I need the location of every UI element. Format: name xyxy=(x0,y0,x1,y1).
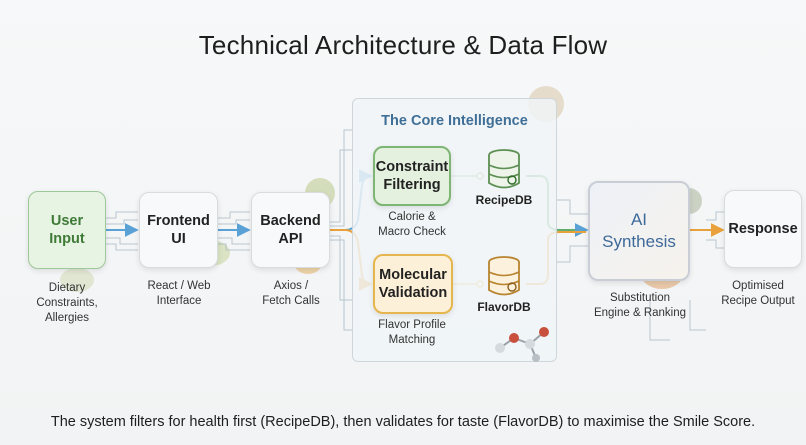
core-intelligence-title: The Core Intelligence xyxy=(381,113,528,129)
diagram-caption: The system filters for health first (Rec… xyxy=(50,414,756,430)
user-input-sub: Dietary Constraints, Allergies xyxy=(36,282,98,324)
ai-synthesis-label: AI Synthesis xyxy=(602,210,676,251)
recipedb-label: RecipeDB xyxy=(475,193,533,207)
user-input-label: User Input xyxy=(49,213,85,247)
core-intelligence-panel xyxy=(352,98,557,362)
page-title: Technical Architecture & Data Flow xyxy=(198,30,608,60)
user-input-node: User Input xyxy=(28,191,106,269)
recipedb-icon xyxy=(488,149,520,189)
response-label: Response xyxy=(728,221,798,237)
constraint-filtering-node: Constraint Filtering xyxy=(373,146,451,206)
backend-sub: Axios / Fetch Calls xyxy=(262,280,320,307)
backend-label: Backend API xyxy=(260,213,321,247)
frontend-node: Frontend UI xyxy=(139,192,218,268)
flavordb-icon xyxy=(488,256,520,296)
frontend-sub: React / Web Interface xyxy=(147,280,211,307)
molecule-icon xyxy=(495,327,549,362)
flavordb-label: FlavorDB xyxy=(477,300,531,314)
molecular-validation-node: Molecular Validation xyxy=(373,254,453,314)
molecular-validation-sub: Flavor Profile Matching xyxy=(378,319,446,346)
constraint-filtering-sub: Calorie & Macro Check xyxy=(378,211,446,238)
ai-synthesis-node: AI Synthesis xyxy=(588,181,690,281)
molecular-validation-label: Molecular Validation xyxy=(378,267,448,301)
frontend-label: Frontend UI xyxy=(147,213,210,247)
ai-synthesis-sub: Substitution Engine & Ranking xyxy=(593,292,687,319)
decor-spice-6 xyxy=(60,268,94,292)
constraint-filtering-label: Constraint Filtering xyxy=(375,159,449,193)
response-node: Response xyxy=(724,190,802,268)
backend-node: Backend API xyxy=(251,192,330,268)
response-sub: Optimised Recipe Output xyxy=(721,280,795,307)
